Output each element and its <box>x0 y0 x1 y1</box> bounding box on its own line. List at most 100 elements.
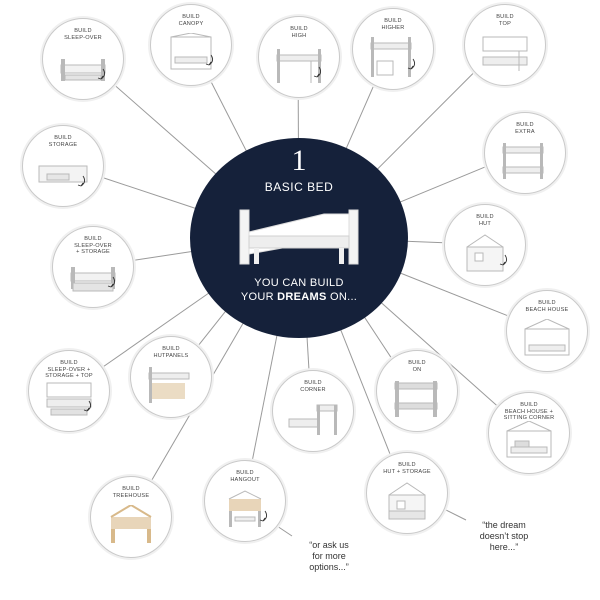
sleep-over-illustration <box>60 59 106 81</box>
note-line: doesn’t stop <box>479 531 529 541</box>
arrow-icon <box>107 276 116 288</box>
node-label-line: BEACH HOUSE + <box>504 408 554 415</box>
note-line: for more <box>312 551 346 561</box>
node-label-line: BUILD <box>496 14 514 20</box>
arrow-icon <box>313 66 322 78</box>
higher-illustration <box>370 37 416 77</box>
arrow-icon <box>499 254 508 266</box>
node-label-line: TREEHOUSE <box>112 492 150 499</box>
note-line: “the dream <box>482 520 526 530</box>
connector-line <box>196 307 229 348</box>
arrow-icon <box>205 54 214 66</box>
sleep-over-storage-top-illustration <box>46 382 92 416</box>
note-line: here...” <box>489 542 519 552</box>
on-illustration <box>394 381 438 417</box>
top-illustration <box>482 36 528 71</box>
basic-bed-illustration <box>239 209 359 265</box>
hub-title: BASIC BED <box>264 180 334 194</box>
basic-bed-hub: 1 BASIC BED YOU CAN BUILD YOUR DREAMS ON… <box>190 138 408 338</box>
hub-tagline-post: ON... <box>326 291 358 303</box>
connector-line <box>112 83 220 178</box>
connector-line <box>402 240 445 244</box>
connector-line <box>395 165 487 205</box>
node-label-line: BUILD <box>74 28 92 34</box>
node-label-line: BUILD <box>476 214 494 220</box>
node-label-line: BUILD <box>398 462 416 468</box>
node-label-line: SITTING CORNER <box>503 415 555 422</box>
node-label-line: BUILD <box>84 236 102 242</box>
connector-line <box>101 290 213 369</box>
node-label-line: BUILD <box>408 360 426 366</box>
hub-tagline-pre: YOUR <box>240 291 278 303</box>
hut-storage-illustration <box>388 482 426 520</box>
node-label-line: HIGH <box>291 32 307 39</box>
hub-tagline: YOU CAN BUILD YOUR DREAMS ON... <box>190 276 408 304</box>
note-line: options...” <box>309 562 349 572</box>
node-label-line: SLEEP-OVER <box>64 34 102 41</box>
node-label-line: STORAGE + TOP <box>45 373 93 380</box>
node-label-line: BUILD <box>182 14 200 20</box>
hut-illustration <box>466 234 508 272</box>
connector-line <box>209 78 249 155</box>
extra-illustration <box>502 143 544 179</box>
sleep-over-storage-illustration <box>70 267 116 292</box>
hub-tagline-line1: YOU CAN BUILD <box>254 277 344 289</box>
connector-line <box>362 313 393 359</box>
connector-line <box>338 326 391 456</box>
arrow-icon <box>407 58 416 70</box>
node-label-line: EXTRA <box>515 128 535 135</box>
beach-house-illustration <box>524 319 570 356</box>
node-label-line: BUILD <box>236 470 254 476</box>
hutpanels-illustration <box>148 367 190 403</box>
node-label-line: HUT + STORAGE <box>383 468 431 475</box>
connector-line <box>131 250 197 262</box>
node-label-line: SLEEP-OVER + <box>47 366 91 373</box>
treehouse-illustration <box>110 505 152 543</box>
connector-line <box>344 83 375 152</box>
high-illustration <box>276 49 322 83</box>
connector-line <box>396 271 509 317</box>
node-label-line: CORNER <box>300 386 326 393</box>
node-label-line: SLEEP-OVER <box>74 242 112 249</box>
node-label-line: BUILD <box>290 26 308 32</box>
canopy-illustration <box>170 33 214 70</box>
arrow-icon <box>77 175 86 187</box>
node-label-line: HANGOUT <box>230 476 260 483</box>
node-label-line: BUILD <box>520 402 538 408</box>
note-ask-us: “or ask us for more options...” <box>296 540 362 573</box>
node-label-line: + STORAGE <box>76 249 110 256</box>
node-label-line: HUT <box>478 220 492 227</box>
arrow-icon <box>83 400 92 412</box>
hub-number: 1 <box>291 144 307 177</box>
node-label-line: CANOPY <box>178 20 204 27</box>
hub-tagline-bold: DREAMS <box>277 291 327 303</box>
node-label-line: STORAGE <box>48 141 78 148</box>
